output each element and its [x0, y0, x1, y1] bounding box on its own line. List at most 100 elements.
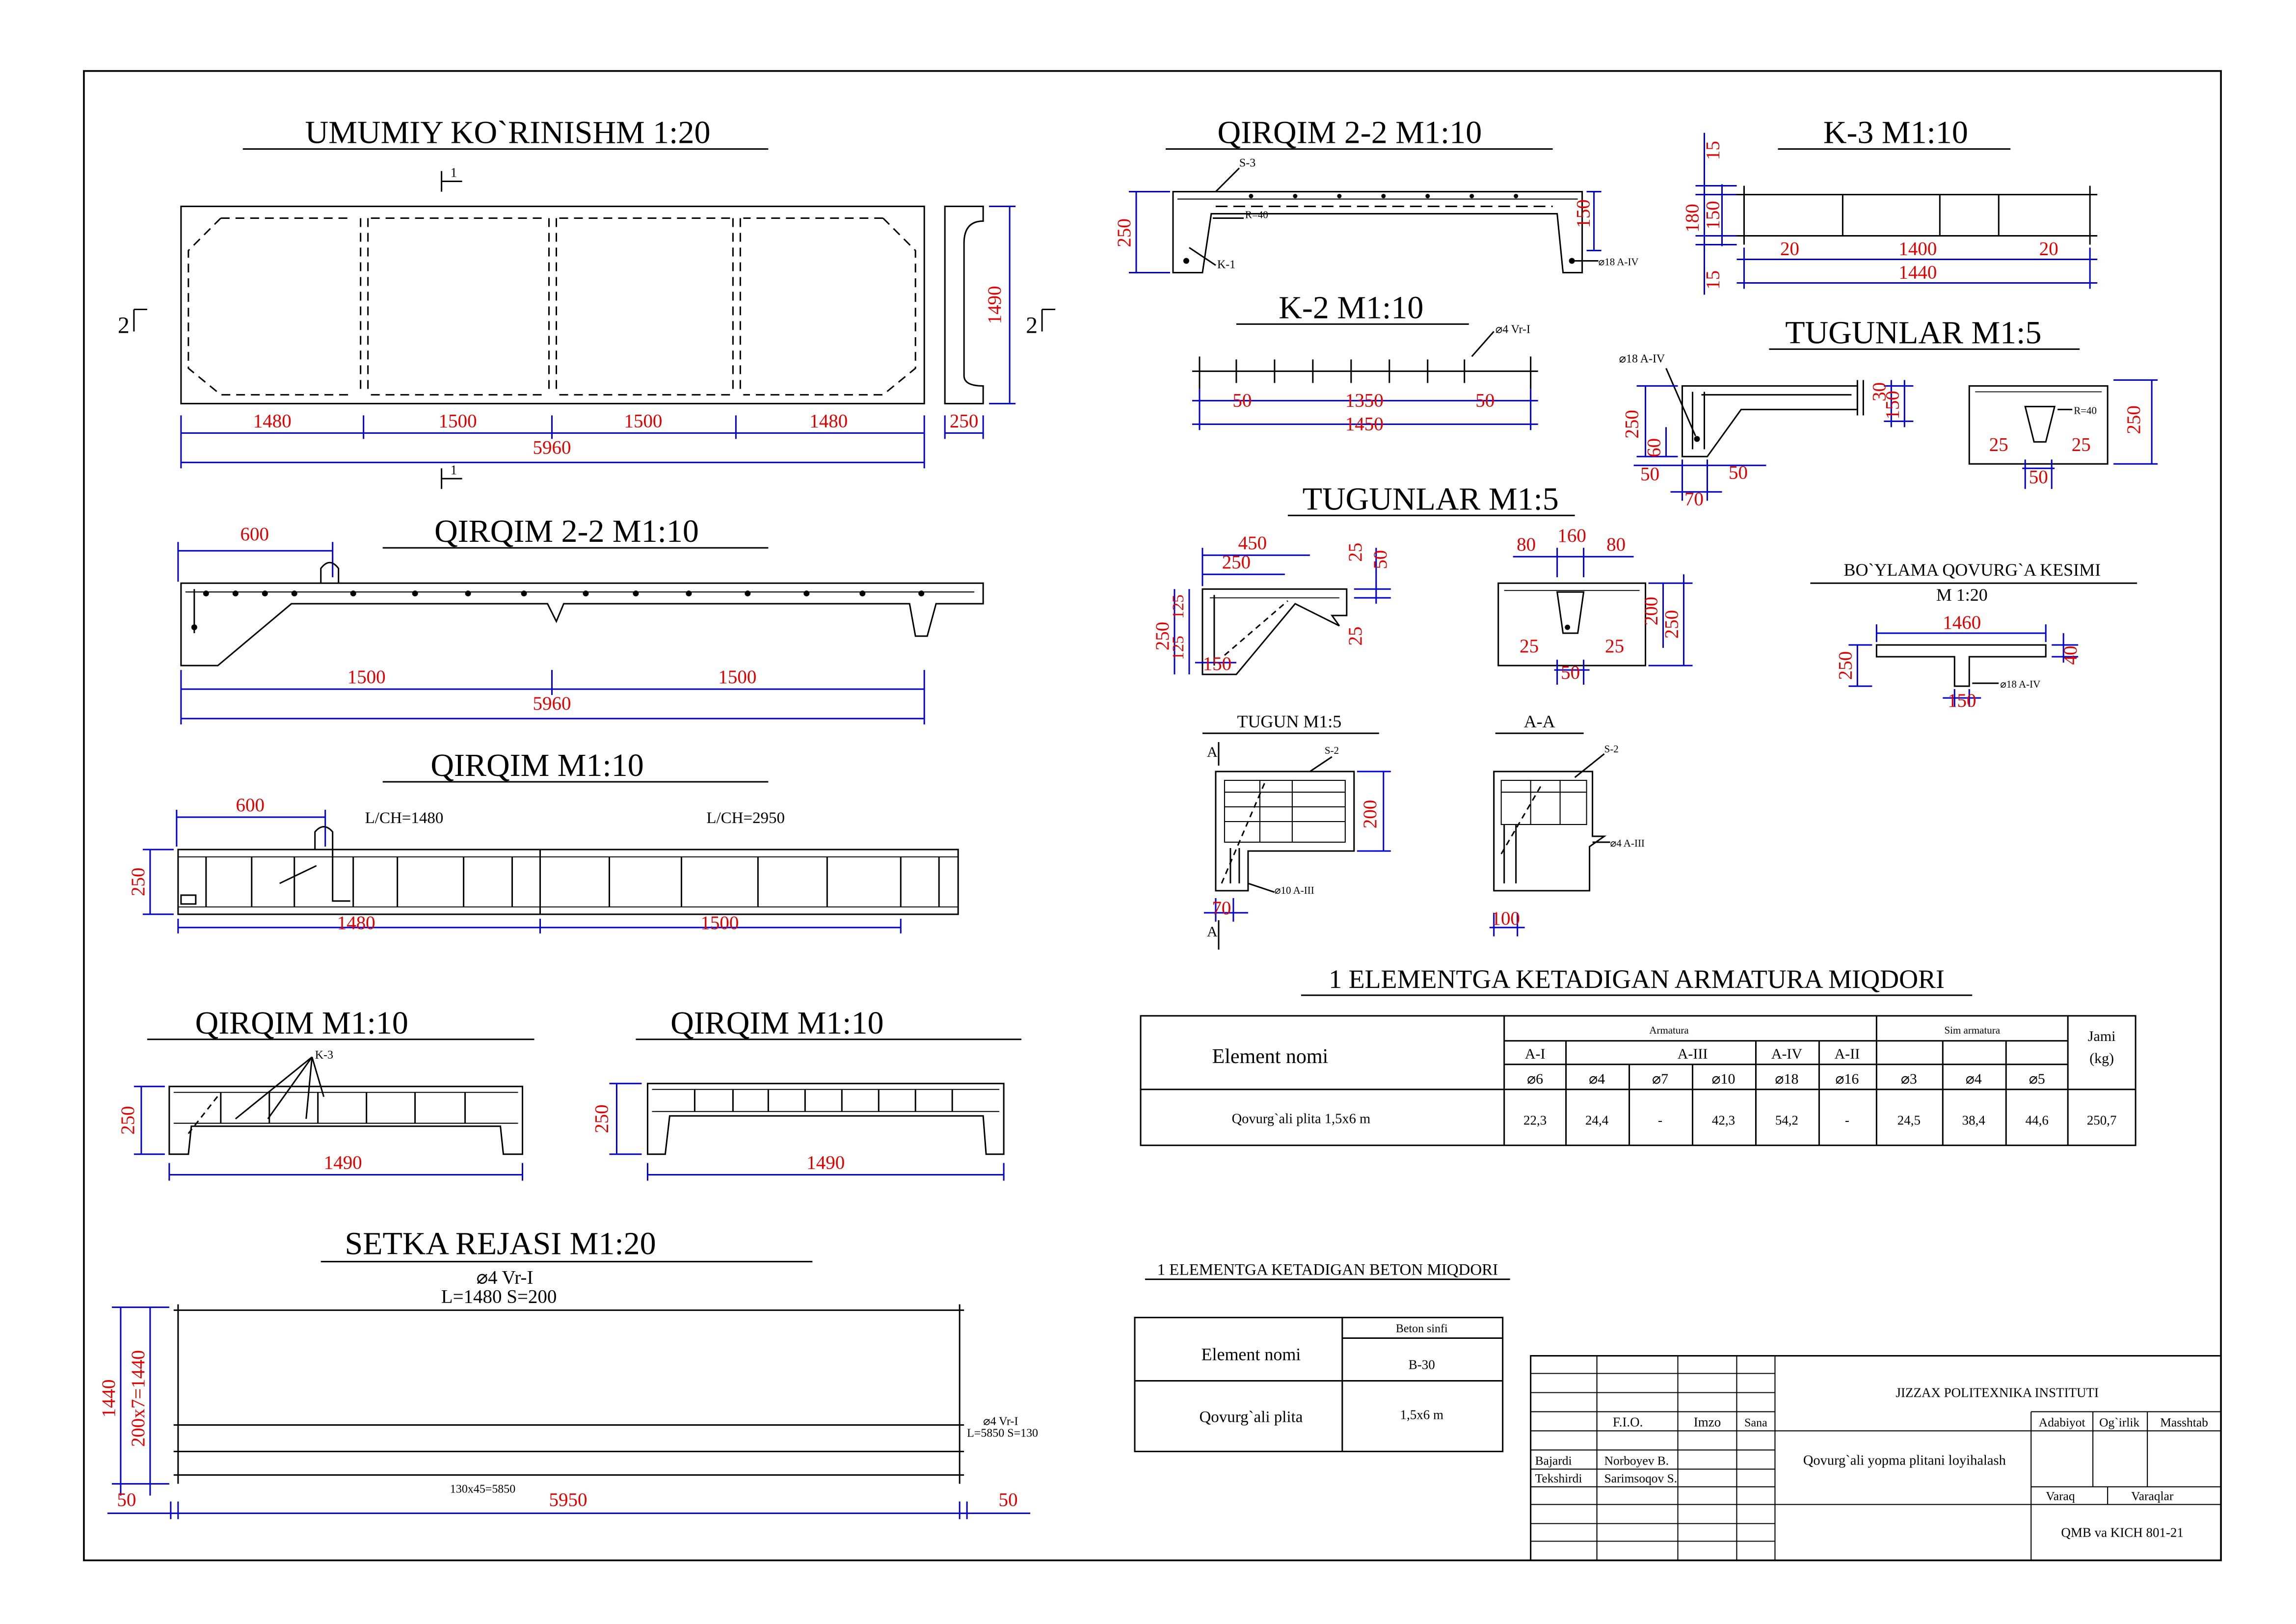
svg-text:SETKA REJASI M1:20: SETKA REJASI M1:20	[345, 1226, 656, 1262]
beton-table: 1 ELEMENTGA KETADIGAN BETON MIQDORI Elem…	[1134, 1261, 1510, 1452]
qirqim-long-view: QIRQIM M1:10 600 L/CH=1480 L/CH=2950 250	[128, 747, 959, 933]
svg-text:150: 150	[1703, 201, 1724, 229]
svg-text:1: 1	[451, 165, 457, 180]
svg-text:Og`irlik: Og`irlik	[2099, 1415, 2139, 1429]
svg-text:⌀4: ⌀4	[1589, 1071, 1605, 1087]
svg-text:250: 250	[1114, 218, 1135, 247]
svg-text:⌀10: ⌀10	[1711, 1071, 1735, 1087]
svg-text:50: 50	[999, 1489, 1018, 1510]
svg-text:250: 250	[1222, 552, 1251, 573]
svg-text:250: 250	[117, 1106, 138, 1135]
svg-text:50: 50	[1475, 390, 1495, 411]
svg-text:5960: 5960	[533, 693, 571, 714]
svg-text:⌀4: ⌀4	[1966, 1071, 1982, 1087]
svg-text:40: 40	[2060, 646, 2081, 665]
svg-text:24,4: 24,4	[1585, 1113, 1609, 1128]
svg-text:250: 250	[1152, 622, 1173, 650]
svg-text:⌀4 Vr-I: ⌀4 Vr-I	[477, 1267, 534, 1288]
svg-text:1440: 1440	[98, 1380, 119, 1418]
svg-text:15: 15	[1703, 270, 1724, 290]
qirqim-b-view: QIRQIM M1:10 250 1490	[591, 1005, 1022, 1181]
svg-text:50: 50	[2029, 466, 2048, 487]
svg-text:1,5x6 m: 1,5x6 m	[1400, 1407, 1443, 1422]
svg-text:50: 50	[1370, 550, 1391, 569]
svg-text:⌀16: ⌀16	[1835, 1071, 1859, 1087]
svg-text:150: 150	[1882, 391, 1903, 419]
svg-text:200x7=1440: 200x7=1440	[128, 1350, 149, 1447]
svg-text:125: 125	[1170, 594, 1187, 618]
svg-text:Jami: Jami	[2088, 1028, 2116, 1044]
svg-text:80: 80	[1517, 534, 1536, 555]
svg-text:Armatura: Armatura	[1649, 1024, 1689, 1036]
svg-text:A-III: A-III	[1678, 1046, 1708, 1062]
svg-text:⌀18 A-IV: ⌀18 A-IV	[2000, 678, 2040, 690]
svg-text:250: 250	[128, 868, 149, 896]
svg-text:1490: 1490	[324, 1152, 362, 1173]
svg-text:1500: 1500	[347, 666, 386, 688]
qirqim22-right-view: QIRQIM 2-2 M1:10 S-3 R=40 K-1 ⌀18 A-IV 2…	[1114, 115, 1639, 273]
svg-text:Imzo: Imzo	[1694, 1414, 1721, 1429]
umumiy-dim-2: 1500	[439, 410, 477, 431]
svg-text:A-IV: A-IV	[1771, 1046, 1803, 1062]
svg-text:1500: 1500	[700, 912, 739, 933]
svg-text:1500: 1500	[718, 666, 756, 688]
svg-text:70: 70	[1684, 488, 1704, 509]
svg-text:L=5850 S=130: L=5850 S=130	[967, 1427, 1038, 1439]
svg-text:QIRQIM 2-2 M1:10: QIRQIM 2-2 M1:10	[1217, 115, 1482, 151]
svg-text:250: 250	[1622, 410, 1643, 438]
svg-text:Beton sinfi: Beton sinfi	[1396, 1323, 1448, 1335]
svg-text:2: 2	[118, 312, 130, 338]
umumiy-dim-4: 1480	[809, 410, 848, 431]
svg-text:200: 200	[1641, 597, 1662, 625]
svg-text:Varaqlar: Varaqlar	[2131, 1489, 2174, 1503]
svg-text:1440: 1440	[1898, 262, 1937, 283]
svg-text:38,4: 38,4	[1962, 1113, 1986, 1128]
svg-text:70: 70	[1212, 898, 1231, 919]
k3-view: K-3 M1:10 15 180 150 15 20 1400 20 1440	[1682, 115, 2098, 295]
svg-text:Sim armatura: Sim armatura	[1944, 1024, 2000, 1036]
svg-text:5950: 5950	[549, 1489, 587, 1510]
umumiy-title: UMUMIY KO`RINISHM 1:20	[305, 115, 711, 151]
umumiy-dim-3: 1500	[624, 410, 662, 431]
svg-text:1 ELEMENTGA KETADIGAN BETON MI: 1 ELEMENTGA KETADIGAN BETON MIQDORI	[1157, 1261, 1498, 1279]
svg-text:150: 150	[1573, 199, 1594, 228]
svg-text:⌀10 A-III: ⌀10 A-III	[1275, 884, 1314, 896]
svg-text:-: -	[1845, 1113, 1849, 1128]
svg-text:125: 125	[1170, 636, 1187, 660]
svg-text:25: 25	[2072, 434, 2091, 455]
svg-text:250: 250	[1661, 610, 1682, 639]
svg-text:42,3: 42,3	[1712, 1113, 1735, 1128]
svg-text:F.I.O.: F.I.O.	[1613, 1414, 1643, 1429]
svg-text:Adabiyot: Adabiyot	[2039, 1415, 2085, 1429]
svg-text:L/CH=2950: L/CH=2950	[706, 809, 785, 827]
tugun-detail-view: TUGUN M1:5 A A S-2 200 ⌀10 A-III 70	[1202, 712, 1391, 950]
svg-text:250: 250	[1835, 651, 1856, 680]
sheet-frame	[83, 70, 2222, 1562]
svg-text:250: 250	[591, 1105, 612, 1133]
svg-text:A: A	[1207, 924, 1218, 940]
svg-text:⌀4 A-III: ⌀4 A-III	[1610, 837, 1645, 849]
svg-text:25: 25	[1345, 627, 1366, 646]
svg-text:150: 150	[1948, 690, 1976, 711]
svg-text:L/CH=1480: L/CH=1480	[365, 809, 444, 827]
svg-text:2: 2	[1026, 312, 1038, 338]
svg-text:1400: 1400	[1898, 238, 1937, 259]
svg-text:R=40: R=40	[1245, 209, 1268, 221]
umumiy-total: 5960	[533, 437, 571, 458]
svg-text:⌀3: ⌀3	[1901, 1071, 1917, 1087]
svg-text:⌀18: ⌀18	[1775, 1071, 1798, 1087]
svg-text:1460: 1460	[1943, 612, 1981, 633]
svg-text:(kg): (kg)	[2089, 1050, 2114, 1066]
svg-text:QMB va KICH 801-21: QMB va KICH 801-21	[2061, 1525, 2183, 1540]
svg-text:50: 50	[1561, 662, 1580, 683]
svg-text:S-2: S-2	[1325, 745, 1339, 756]
svg-text:⌀7: ⌀7	[1652, 1071, 1668, 1087]
svg-text:100: 100	[1491, 908, 1520, 929]
svg-text:1490: 1490	[806, 1152, 845, 1173]
svg-text:20: 20	[2039, 238, 2058, 259]
svg-text:1450: 1450	[1345, 413, 1384, 434]
umumiy-height: 1490	[984, 286, 1005, 324]
svg-text:JIZZAX POLITEXNIKA INSTITUTI: JIZZAX POLITEXNIKA INSTITUTI	[1896, 1385, 2099, 1400]
svg-text:Varaq: Varaq	[2046, 1489, 2075, 1503]
